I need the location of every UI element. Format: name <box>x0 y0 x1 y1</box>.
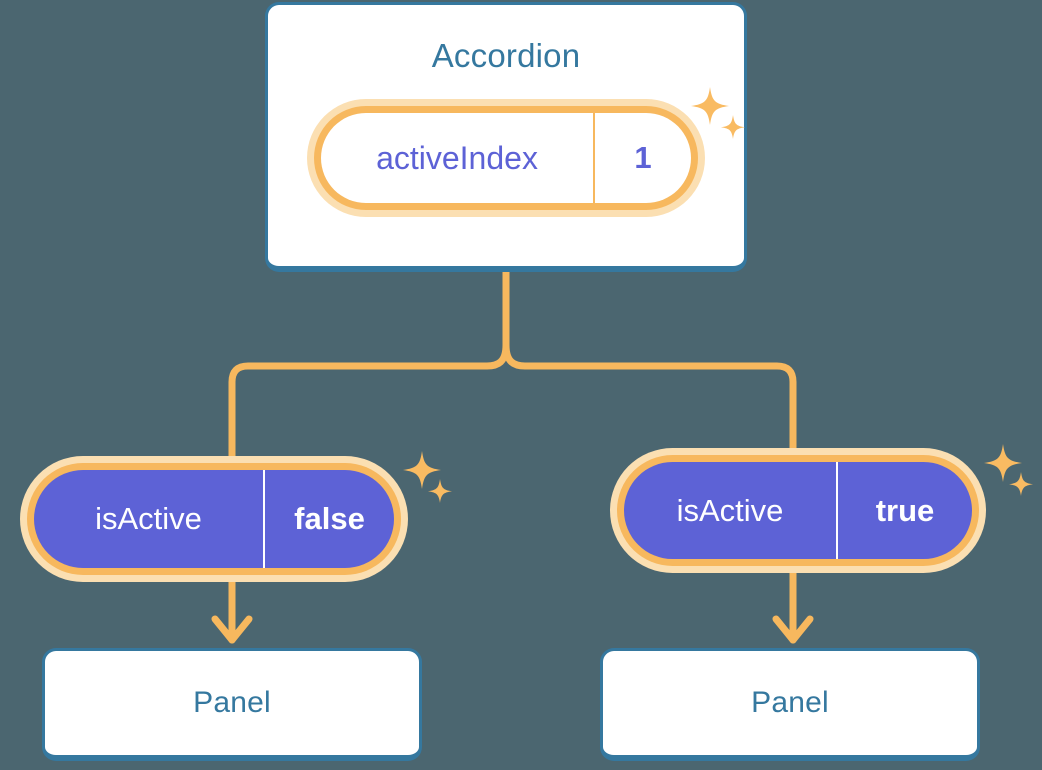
panel-component-card-right[interactable]: Panel <box>600 648 980 761</box>
connector-right-branch <box>502 341 797 462</box>
state-badge-active-index[interactable]: activeIndex 1 <box>307 99 705 217</box>
state-badge-body: isActive false <box>34 470 394 568</box>
state-value-label: 1 <box>634 140 652 175</box>
state-value-label: true <box>875 492 935 528</box>
arrow-down-icon-left <box>211 615 253 644</box>
state-key-label: activeIndex <box>321 113 595 203</box>
state-badge-body: activeIndex 1 <box>321 113 691 203</box>
state-badge-is-active-true[interactable]: isActive true <box>610 448 986 573</box>
panel-title: Panel <box>751 686 829 719</box>
panel-title: Panel <box>193 686 271 719</box>
page-title: Accordion <box>431 37 581 74</box>
state-badge-ring: activeIndex 1 <box>314 106 698 210</box>
connector-left-branch <box>228 341 510 462</box>
state-badge-ring: isActive true <box>617 455 979 566</box>
sparkle-icon-right <box>984 444 1033 496</box>
state-key-label: isActive <box>34 470 265 568</box>
arrow-down-icon-right <box>772 615 814 644</box>
state-badge-ring: isActive false <box>27 463 401 575</box>
sparkle-icon-left <box>403 451 452 503</box>
state-value-label: false <box>294 501 365 536</box>
state-badge-is-active-false[interactable]: isActive false <box>20 456 408 582</box>
panel-component-card-left[interactable]: Panel <box>42 648 422 761</box>
state-badge-body: isActive true <box>624 462 972 559</box>
state-key-label: isActive <box>624 462 838 559</box>
